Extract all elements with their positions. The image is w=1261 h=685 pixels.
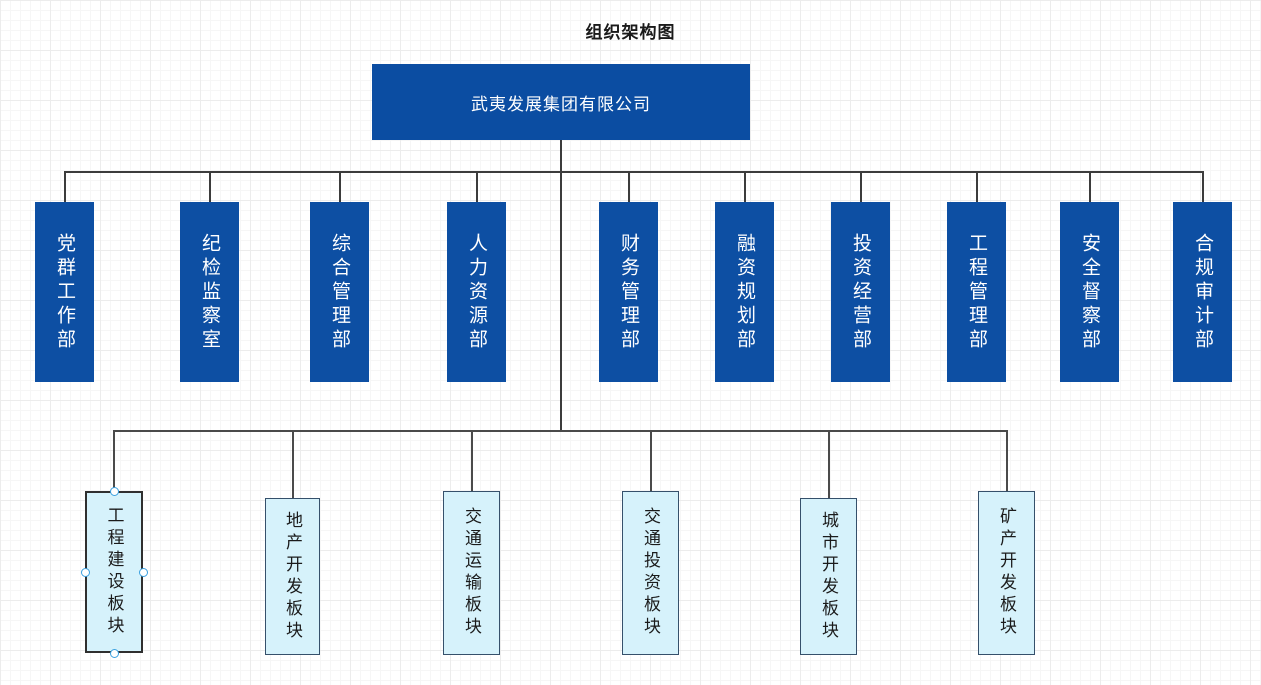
selection-handle-left-middle[interactable] [80, 567, 90, 577]
org-node-segment-2[interactable]: 地产开发板块 [265, 498, 320, 655]
org-node-segment-6-label: 矿产开发板块 [997, 507, 1016, 639]
connector-root-trunk [560, 140, 562, 172]
connector-drop-segment-3 [471, 430, 473, 491]
org-node-department-2[interactable]: 纪检监察室 [180, 202, 239, 382]
org-node-root[interactable]: 武夷发展集团有限公司 [372, 64, 750, 140]
org-node-segment-4[interactable]: 交通投资板块 [622, 491, 679, 655]
org-node-segment-5[interactable]: 城市开发板块 [800, 498, 857, 655]
org-node-department-8-label: 工程管理部 [966, 233, 987, 353]
connector-drop-segment-1 [113, 430, 115, 491]
org-node-department-9-label: 安全督察部 [1079, 233, 1100, 353]
connector-drop-segment-2 [292, 430, 294, 498]
org-node-department-10[interactable]: 合规审计部 [1173, 202, 1232, 382]
org-node-department-10-label: 合规审计部 [1192, 233, 1213, 353]
org-node-segment-3-label: 交通运输板块 [462, 507, 481, 639]
org-node-segment-1-label: 工程建设板块 [104, 506, 124, 638]
org-node-department-5-label: 财务管理部 [618, 233, 639, 353]
connector-drop-dept-2 [209, 171, 211, 202]
org-node-department-9[interactable]: 安全督察部 [1060, 202, 1119, 382]
page-title: 组织架构图 [585, 23, 676, 42]
connector-segment-bus [113, 430, 1006, 432]
org-node-department-7-label: 投资经营部 [850, 233, 871, 353]
org-node-department-4[interactable]: 人力资源部 [447, 202, 506, 382]
org-node-department-4-label: 人力资源部 [466, 233, 487, 353]
connector-drop-segment-6 [1006, 430, 1008, 491]
org-node-department-1[interactable]: 党群工作部 [35, 202, 94, 382]
org-node-department-3-label: 综合管理部 [329, 233, 350, 353]
org-node-department-7[interactable]: 投资经营部 [831, 202, 890, 382]
org-node-segment-1[interactable]: 工程建设板块 [85, 491, 143, 653]
org-node-department-1-label: 党群工作部 [54, 233, 75, 353]
org-node-segment-3[interactable]: 交通运输板块 [443, 491, 500, 655]
org-node-department-6[interactable]: 融资规划部 [715, 202, 774, 382]
connector-segment-trunk [560, 171, 562, 431]
connector-drop-dept-1 [64, 171, 66, 202]
org-node-segment-5-label: 城市开发板块 [819, 510, 838, 643]
connector-drop-dept-5 [628, 171, 630, 202]
org-node-segment-6[interactable]: 矿产开发板块 [978, 491, 1035, 655]
connector-drop-dept-6 [744, 171, 746, 202]
connector-drop-segment-4 [650, 430, 652, 491]
selection-handle-right-middle[interactable] [138, 567, 148, 577]
connector-drop-dept-7 [860, 171, 862, 202]
org-node-root-label: 武夷发展集团有限公司 [471, 94, 651, 114]
org-node-segment-4-label: 交通投资板块 [641, 507, 660, 639]
connector-drop-segment-5 [828, 430, 830, 498]
org-node-department-8[interactable]: 工程管理部 [947, 202, 1006, 382]
connector-drop-dept-10 [1202, 171, 1204, 202]
selection-handle-bottom-center[interactable] [109, 648, 119, 658]
org-node-department-3[interactable]: 综合管理部 [310, 202, 369, 382]
connector-drop-dept-8 [976, 171, 978, 202]
selection-handle-top-center[interactable] [109, 486, 119, 496]
org-node-segment-2-label: 地产开发板块 [283, 510, 302, 643]
org-node-department-5[interactable]: 财务管理部 [599, 202, 658, 382]
connector-department-bus [64, 171, 1203, 173]
connector-drop-dept-3 [339, 171, 341, 202]
connector-drop-dept-4 [476, 171, 478, 202]
org-node-department-2-label: 纪检监察室 [199, 233, 220, 353]
connector-drop-dept-9 [1089, 171, 1091, 202]
org-node-department-6-label: 融资规划部 [734, 233, 755, 353]
